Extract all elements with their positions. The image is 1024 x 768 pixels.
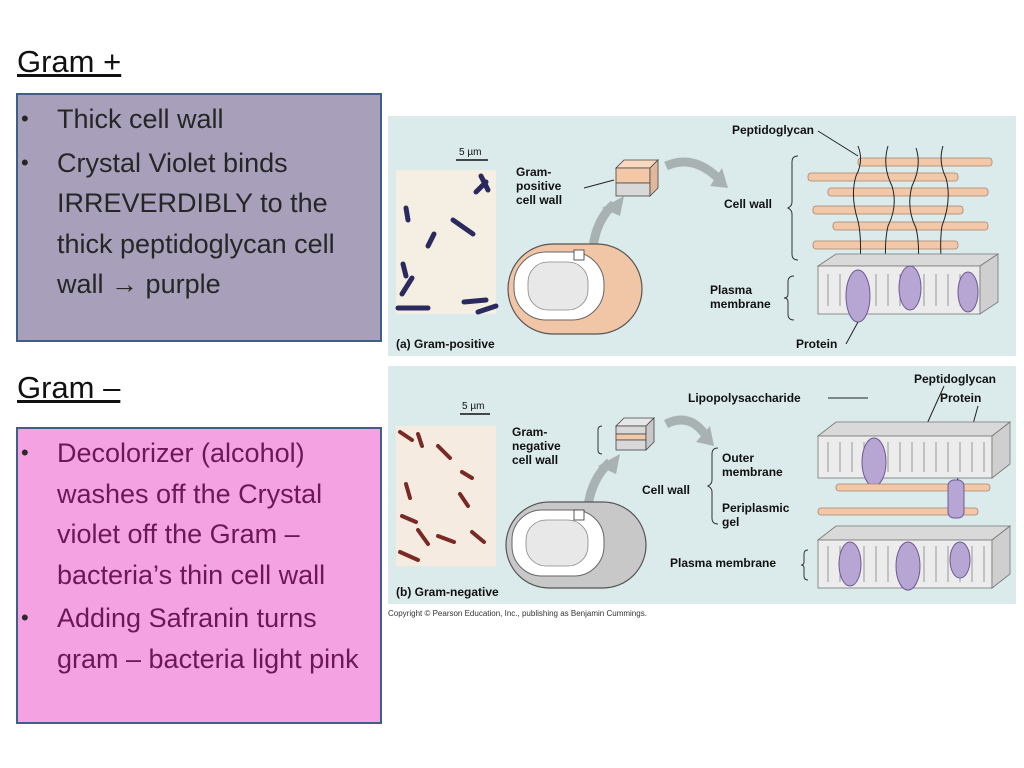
callout-line-1: Gram-	[512, 425, 547, 439]
cell-wall-label: Cell wall	[642, 483, 690, 497]
cell-wall-label: Cell wall	[724, 197, 772, 211]
micrograph-bacteria	[395, 173, 499, 315]
copyright-text: Copyright © Pearson Education, Inc., pub…	[388, 609, 647, 618]
periplasmic-gel-label-1: Periplasmic	[722, 501, 790, 515]
protein-label: Protein	[940, 391, 981, 405]
callout-line-3: cell wall	[516, 193, 562, 207]
gram-positive-figure: 5 µm Gram- positive cell wall Peptidogly…	[388, 116, 1016, 356]
plasma-membrane-label-1: Plasma	[710, 283, 752, 297]
membrane-protein	[838, 541, 971, 591]
bullet-text: Decolorizer (alcohol) washes off the Cry…	[57, 438, 326, 590]
bacterium-cell	[505, 501, 647, 589]
protein-label: Protein	[796, 337, 837, 351]
micrograph-bacteria	[398, 430, 486, 562]
panel-caption: (b) Gram-negative	[396, 585, 499, 599]
bullet-suffix: purple	[145, 269, 221, 299]
bullet-item: • Adding Safranin turns gram – bacteria …	[18, 598, 370, 679]
scale-label: 5 µm	[462, 401, 484, 412]
membrane-protein	[861, 437, 887, 487]
bullet-text: Crystal Violet binds IRREVERDIBLY to the…	[57, 147, 335, 300]
bullet-marker: •	[21, 106, 29, 131]
lipopolysaccharide-label: Lipopolysaccharide	[688, 391, 801, 405]
plasma-membrane-label-2: membrane	[710, 297, 771, 311]
gram-positive-heading: Gram +	[17, 44, 122, 79]
gram-negative-figure: 5 µm Gram- negative cell wall Lipopolysa…	[388, 366, 1016, 604]
callout-line-2: negative	[512, 439, 561, 453]
bullet-item: • Thick cell wall	[18, 99, 370, 140]
gram-positive-box: • Thick cell wall • Crystal Violet binds…	[16, 93, 382, 342]
arrow-icon: →	[111, 269, 139, 299]
gram-negative-diagram: 5 µm Gram- negative cell wall Lipopolysa…	[396, 372, 1012, 599]
plasma-membrane-label: Plasma membrane	[670, 556, 776, 570]
callout-line-1: Gram-	[516, 165, 551, 179]
wall-cube-icon	[615, 417, 655, 451]
outer-membrane-label-1: Outer	[722, 451, 754, 465]
bullet-marker: •	[21, 149, 29, 175]
bacterium-cell	[507, 243, 643, 335]
outer-membrane-label-2: membrane	[722, 465, 783, 479]
micrograph-image	[396, 170, 496, 314]
bullet-item: • Decolorizer (alcohol) washes off the C…	[18, 433, 370, 595]
periplasm-protein	[947, 479, 965, 519]
gram-positive-diagram: 5 µm Gram- positive cell wall Peptidogly…	[395, 123, 1000, 351]
gram-negative-box: • Decolorizer (alcohol) washes off the C…	[16, 427, 382, 724]
bullet-text: Adding Safranin turns gram – bacteria li…	[57, 603, 359, 674]
micrograph-image	[396, 426, 496, 566]
bullet-marker: •	[21, 440, 29, 465]
callout-line-3: cell wall	[512, 453, 558, 467]
peptidoglycan-label: Peptidoglycan	[914, 372, 996, 386]
gram-negative-heading: Gram –	[17, 370, 121, 405]
callout-line-2: positive	[516, 179, 562, 193]
membrane-protein	[845, 265, 979, 323]
peptidoglycan-label: Peptidoglycan	[732, 123, 814, 137]
periplasmic-gel-label-2: gel	[722, 515, 739, 529]
peptidoglycan-layers	[807, 157, 993, 250]
outer-membrane	[816, 421, 1012, 479]
wall-cube-icon	[615, 159, 659, 197]
scale-label: 5 µm	[459, 147, 481, 158]
bullet-marker: •	[21, 605, 29, 630]
bullet-item: • Crystal Violet binds IRREVERDIBLY to t…	[18, 143, 370, 305]
panel-caption: (a) Gram-positive	[396, 337, 495, 351]
bullet-text: Thick cell wall	[57, 104, 224, 134]
